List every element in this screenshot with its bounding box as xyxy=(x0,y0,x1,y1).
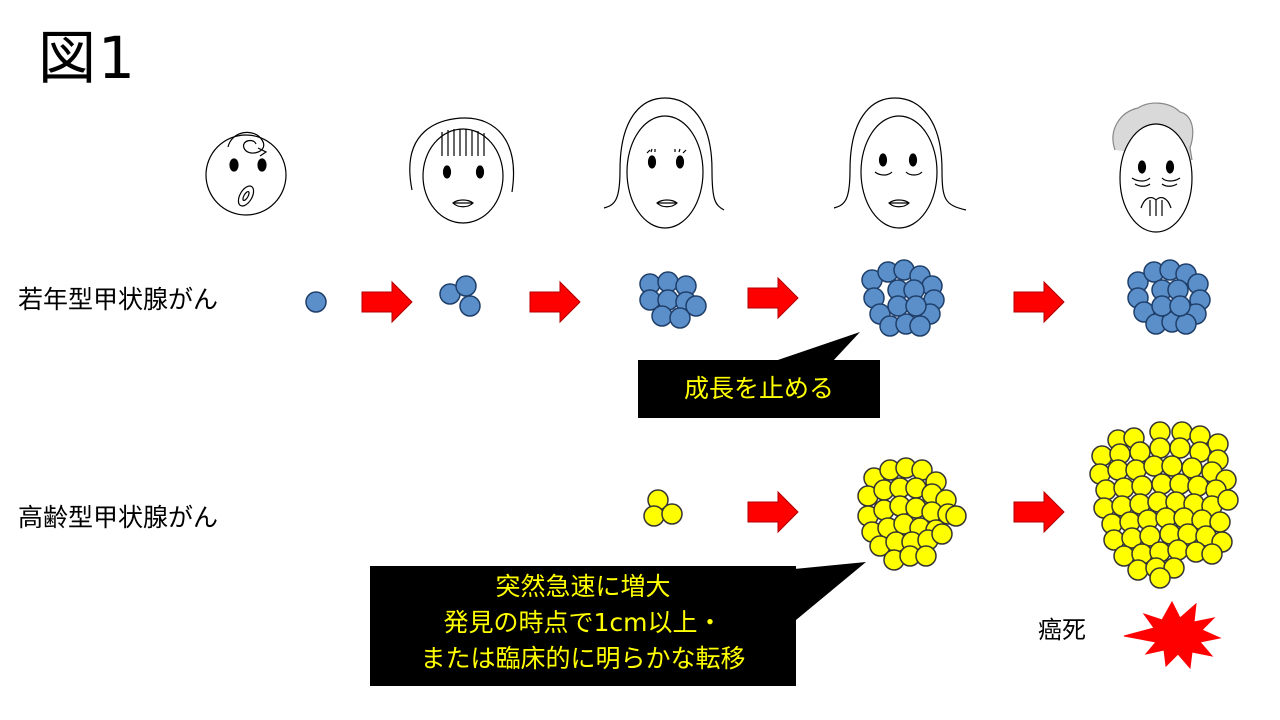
blue-cell xyxy=(905,295,927,317)
yellow-cell xyxy=(1091,445,1113,467)
blue-cell xyxy=(305,291,327,313)
blue-cell xyxy=(1175,313,1197,335)
yellow-cell xyxy=(1113,477,1135,499)
arrow-icon xyxy=(747,276,799,320)
yellow-cell xyxy=(1131,475,1153,497)
blue-cell xyxy=(1169,295,1191,317)
sudden-growth-callout: 突然急速に増大 発見の時点で1cm以上・ または臨床的に明らかな転移 xyxy=(370,566,796,686)
yellow-cell xyxy=(1201,543,1223,565)
cancer-death-label: 癌死 xyxy=(1038,616,1086,644)
callout-line: 突然急速に増大 xyxy=(495,572,671,601)
yellow-cell xyxy=(1107,459,1129,481)
blue-cell xyxy=(887,295,909,317)
baby-face-icon xyxy=(205,131,287,216)
yellow-cell xyxy=(1169,437,1191,459)
yellow-cell xyxy=(1143,455,1165,477)
yellow-cell xyxy=(945,505,967,527)
blue-cell xyxy=(657,271,679,293)
blue-cell xyxy=(669,307,691,329)
yellow-cell xyxy=(1095,479,1117,501)
yellow-cell xyxy=(931,523,953,545)
figure-title: 図1 xyxy=(38,24,137,92)
yellow-cell xyxy=(1217,489,1239,511)
callout-line: 発見の時点で1cm以上・ xyxy=(443,608,723,637)
yellow-cell xyxy=(1167,539,1189,561)
young-cancer-label: 若年型甲状腺がん xyxy=(18,285,219,314)
young-woman-face-icon xyxy=(603,97,725,229)
yellow-cell xyxy=(1149,437,1171,459)
yellow-cell xyxy=(1187,475,1209,497)
yellow-cell xyxy=(661,503,683,525)
blue-cell xyxy=(909,315,931,337)
blue-cell xyxy=(685,295,707,317)
arrow-icon xyxy=(1013,280,1065,324)
blue-cell xyxy=(651,305,673,327)
yellow-cell xyxy=(915,545,937,567)
child-face-icon xyxy=(409,117,514,224)
blue-cell xyxy=(455,275,477,297)
yellow-cell xyxy=(1151,473,1173,495)
yellow-cell xyxy=(643,505,665,527)
callout-line: または臨床的に明らかな転移 xyxy=(420,644,746,673)
yellow-cell xyxy=(1127,559,1149,581)
stop-growth-callout: 成長を止める xyxy=(638,360,880,418)
arrow-icon xyxy=(361,280,413,324)
woman-face-icon xyxy=(833,97,967,229)
arrow-icon xyxy=(529,280,581,324)
blue-cell xyxy=(459,295,481,317)
callout-pointer-2 xyxy=(784,562,866,620)
yellow-cell xyxy=(1149,567,1171,589)
yellow-cell xyxy=(1161,455,1183,477)
elderly-cancer-label: 高齢型甲状腺がん xyxy=(18,503,219,532)
blue-cell xyxy=(1151,295,1173,317)
callout-pointer-1 xyxy=(772,332,860,362)
arrow-icon xyxy=(747,490,799,534)
arrow-icon xyxy=(1013,490,1065,534)
yellow-cell xyxy=(1169,473,1191,495)
elderly-face-icon xyxy=(1112,102,1194,233)
burst-icon xyxy=(1123,600,1222,670)
